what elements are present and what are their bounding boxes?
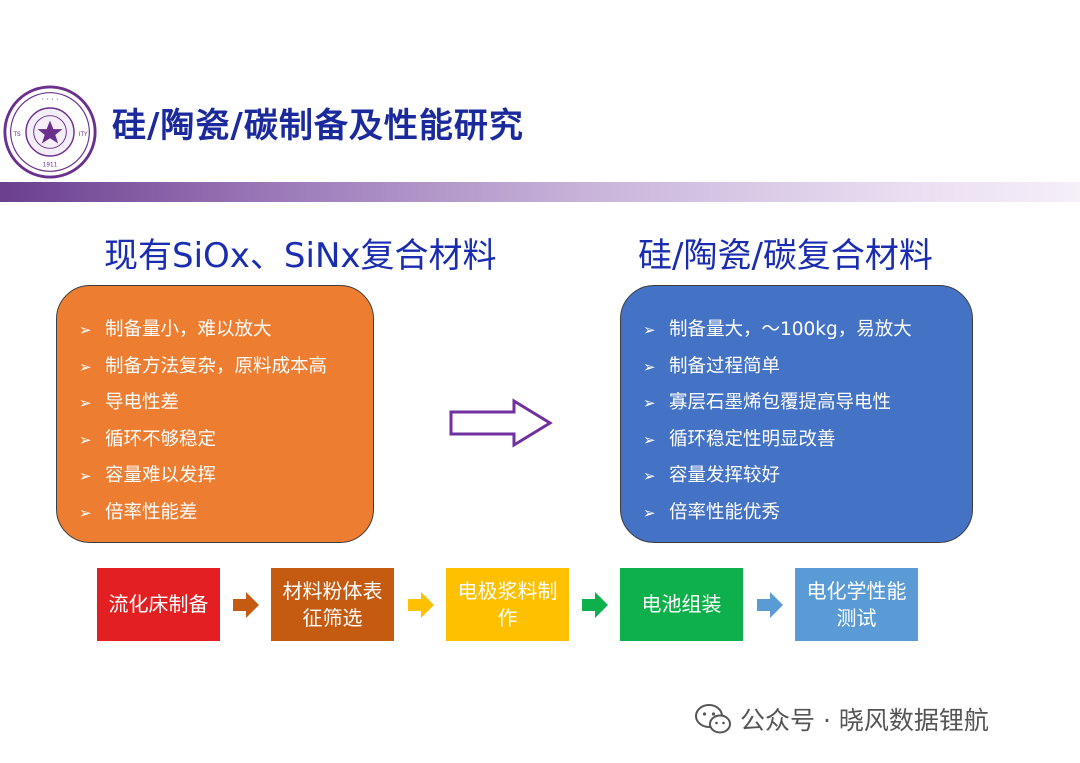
arrow-bullet-icon: ➢ — [643, 357, 656, 376]
step-arrow-icon — [408, 592, 434, 618]
list-item: ➢寡层石墨烯包覆提高导电性 — [643, 387, 972, 424]
arrow-bullet-icon: ➢ — [79, 430, 92, 449]
step-battery-assembly: 电池组装 — [620, 568, 743, 641]
step-arrow-icon — [757, 592, 783, 618]
arrow-bullet-icon: ➢ — [643, 467, 656, 486]
step-arrow-icon — [582, 592, 608, 618]
wechat-icon — [695, 704, 731, 734]
arrow-bullet-icon: ➢ — [79, 503, 92, 522]
list-item: ➢导电性差 — [79, 387, 373, 424]
arrow-bullet-icon: ➢ — [643, 430, 656, 449]
slide-title: 硅/陶瓷/碳制备及性能研究 — [112, 106, 524, 146]
list-item: ➢倍率性能优秀 — [643, 497, 972, 534]
arrow-bullet-icon: ➢ — [79, 394, 92, 413]
arrow-bullet-icon: ➢ — [643, 503, 656, 522]
arrow-bullet-icon: ➢ — [79, 357, 92, 376]
list-item: ➢容量发挥较好 — [643, 460, 972, 497]
list-item: ➢倍率性能差 — [79, 497, 373, 534]
step-fluidized-bed: 流化床制备 — [97, 568, 220, 641]
arrow-bullet-icon: ➢ — [643, 394, 656, 413]
right-heading: 硅/陶瓷/碳复合材料 — [638, 236, 933, 276]
new-composite-list: ➢制备量大，～100kg，易放大 ➢制备过程简单 ➢寡层石墨烯包覆提高导电性 ➢… — [643, 314, 972, 534]
list-item: ➢制备过程简单 — [643, 351, 972, 388]
step-electrochemical-test: 电化学性能测试 — [795, 568, 918, 641]
arrow-bullet-icon: ➢ — [643, 321, 656, 339]
list-item: ➢循环稳定性明显改善 — [643, 424, 972, 461]
list-item: ➢制备量大，～100kg，易放大 — [643, 314, 972, 351]
list-item: ➢循环不够稳定 — [79, 424, 373, 461]
existing-materials-box: ➢制备量小，难以放大 ➢制备方法复杂，原料成本高 ➢导电性差 ➢循环不够稳定 ➢… — [56, 285, 374, 543]
watermark-text: 公众号 · 晓风数据锂航 — [740, 706, 989, 735]
step-powder-characterization: 材料粉体表征筛选 — [271, 568, 394, 641]
list-item: ➢容量难以发挥 — [79, 460, 373, 497]
svg-text:TS: TS — [13, 132, 22, 138]
arrow-bullet-icon: ➢ — [79, 321, 92, 339]
existing-materials-list: ➢制备量小，难以放大 ➢制备方法复杂，原料成本高 ➢导电性差 ➢循环不够稳定 ➢… — [79, 314, 373, 534]
svg-text:ITY: ITY — [79, 132, 88, 138]
new-composite-box: ➢制备量大，～100kg，易放大 ➢制备过程简单 ➢寡层石墨烯包覆提高导电性 ➢… — [620, 285, 973, 543]
svg-text:· · · ·: · · · · — [41, 95, 58, 104]
header-divider-band — [0, 182, 1080, 202]
step-electrode-slurry: 电极浆料制作 — [446, 568, 569, 641]
step-arrow-icon — [233, 592, 259, 618]
arrow-bullet-icon: ➢ — [79, 467, 92, 486]
tsinghua-seal-logo: · · · · TS ITY 1911 — [3, 85, 97, 179]
svg-text:1911: 1911 — [43, 163, 58, 169]
list-item: ➢制备量小，难以放大 — [79, 314, 373, 351]
transition-arrow-icon — [449, 398, 553, 448]
watermark: 公众号 · 晓风数据锂航 — [694, 702, 989, 736]
left-heading: 现有SiOx、SiNx复合材料 — [104, 236, 497, 276]
list-item: ➢制备方法复杂，原料成本高 — [79, 351, 373, 388]
